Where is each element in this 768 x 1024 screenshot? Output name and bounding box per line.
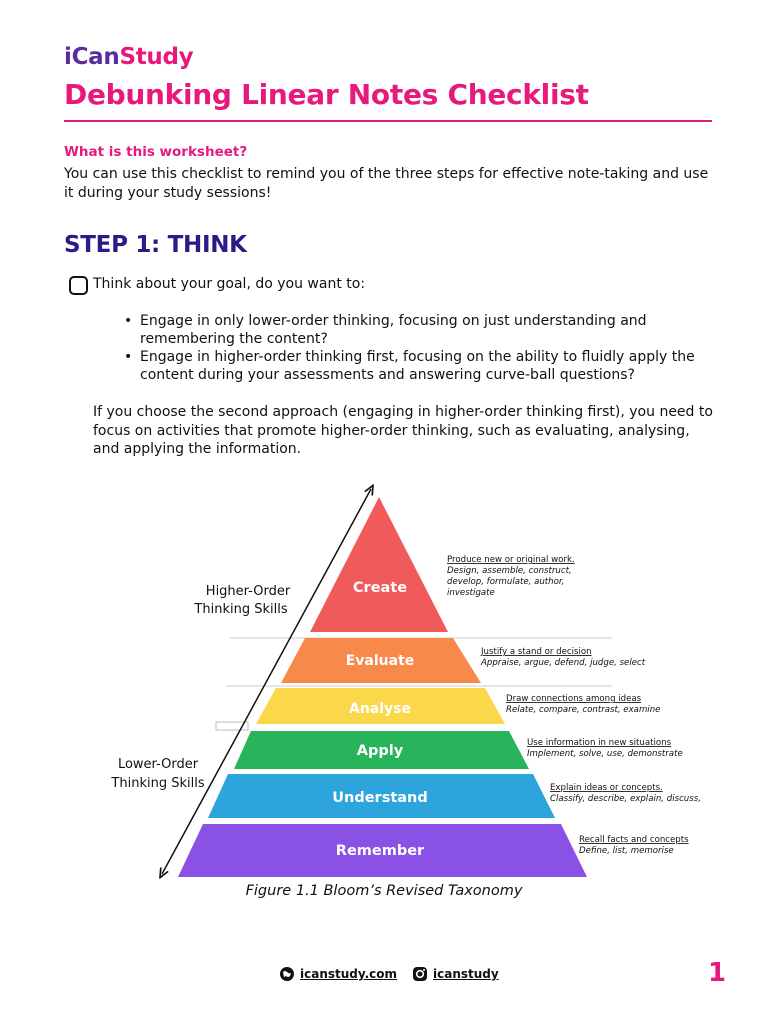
desc-apply: Implement, solve, use, demonstrate xyxy=(527,749,683,759)
instagram-link[interactable]: icanstudy xyxy=(412,966,499,982)
desc-create: investigate xyxy=(447,588,495,598)
globe-icon xyxy=(280,967,294,981)
desc-remember: Define, list, memorise xyxy=(579,846,674,856)
desc-head-understand: Explain ideas or concepts. xyxy=(550,783,663,793)
desc-head-create: Produce new or original work. xyxy=(447,555,575,565)
goal-options-list: Engage in only lower-order thinking, foc… xyxy=(120,312,720,384)
desc-head-analyse: Draw connections among ideas xyxy=(506,694,642,704)
instagram-icon xyxy=(413,967,427,981)
page-number: 1 xyxy=(708,958,727,988)
scale-arrow xyxy=(162,489,371,874)
desc-understand: Classify, describe, explain, discuss, xyxy=(550,794,701,804)
intro-text: You can use this checklist to remind you… xyxy=(64,166,709,201)
tier-label-remember: Remember xyxy=(336,843,425,859)
tier-label-understand: Understand xyxy=(332,790,428,806)
desc-analyse: Relate, compare, contrast, examine xyxy=(506,705,660,715)
tier-label-evaluate: Evaluate xyxy=(346,653,415,669)
tier-label-analyse: Analyse xyxy=(349,701,411,717)
desc-evaluate: Appraise, argue, defend, judge, select xyxy=(480,658,646,668)
lower-order-label: Lower-Order xyxy=(118,757,199,772)
website-text: icanstudy.com xyxy=(300,967,398,981)
desc-head-evaluate: Justify a stand or decision xyxy=(480,647,592,657)
desc-head-remember: Recall facts and concepts xyxy=(579,835,689,845)
lower-order-label: Thinking Skills xyxy=(110,776,204,791)
desc-head-apply: Use information in new situations xyxy=(527,738,672,748)
page-title: Debunking Linear Notes Checklist xyxy=(64,78,589,111)
figure-caption: Figure 1.1 Bloom’s Revised Taxonomy xyxy=(245,883,523,899)
higher-order-label: Higher-Order xyxy=(206,584,291,599)
tier-label-apply: Apply xyxy=(357,743,404,759)
checkbox-label: Think about your goal, do you want to: xyxy=(93,276,366,292)
higher-order-label: Thinking Skills xyxy=(193,602,287,617)
worksheet-question: What is this worksheet? xyxy=(64,144,248,160)
tier-label-create: Create xyxy=(353,580,407,596)
step1-heading: STEP 1: THINK xyxy=(64,232,247,258)
list-item: Engage in only lower-order thinking, foc… xyxy=(120,312,720,348)
instagram-text: icanstudy xyxy=(433,967,499,981)
brand-logo: iCanStudy xyxy=(64,44,194,70)
desc-create: develop, formulate, author, xyxy=(447,577,564,587)
website-link[interactable]: icanstudy.com xyxy=(279,966,397,982)
footer: icanstudy.com icanstudy xyxy=(0,966,768,990)
think-checkbox[interactable] xyxy=(69,276,88,295)
list-item: Engage in higher-order thinking first, f… xyxy=(120,348,720,384)
approach-paragraph: If you choose the second approach (engag… xyxy=(93,404,713,457)
title-divider xyxy=(64,120,712,122)
desc-create: Design, assemble, construct, xyxy=(447,566,572,576)
